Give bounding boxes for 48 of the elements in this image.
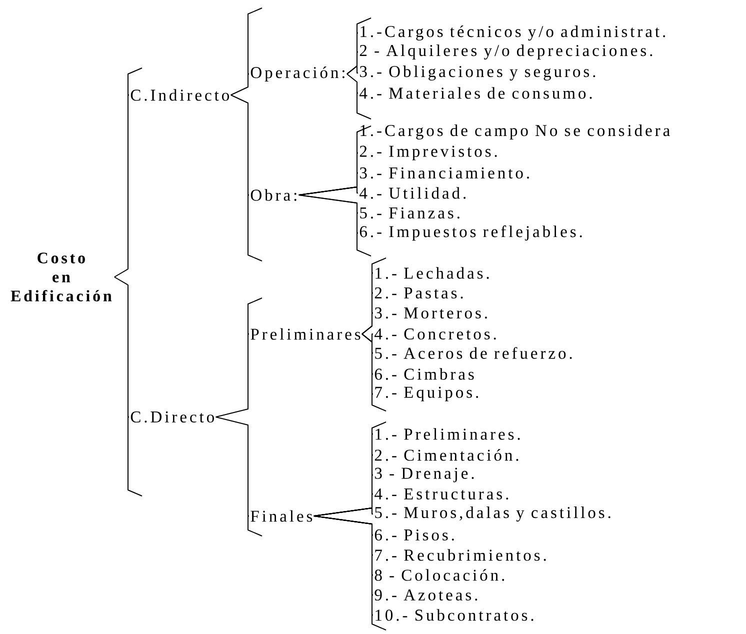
category-label: Operación: [250,66,344,82]
category-label: Preliminares [250,328,360,340]
brace-line [313,516,386,630]
list-item: 6.- Cimbras [374,368,474,380]
brace-line [215,298,262,418]
list-item: 1.-Cargos técnicos y/o administrat. [360,26,666,41]
list-item: 4.- Utilidad. [360,187,466,199]
list-item: 4.- Concretos. [374,328,496,340]
list-item: 3.- Financiamiento. [360,167,529,179]
list-item: 7.- Equipos. [375,386,478,402]
brace-line [114,276,142,496]
brace-line [298,186,358,196]
brace-line [362,334,386,412]
list-item: 3.- Obligaciones y seguros. [360,66,596,80]
list-item: 1.- Preliminares. [376,428,520,440]
list-item: 10.- Subcontratos. [376,609,534,621]
brace-line [346,66,358,74]
list-item: 5.- Fianzas. [360,207,460,219]
list-item: 5.- Aceros de refuerzo. [375,347,572,359]
list-item: 1.-Cargos de campo No se considera [360,124,670,140]
list-item: 9.- Azoteas. [374,589,478,601]
brace-line [298,194,372,256]
brace-line [313,508,374,516]
list-item: 2.- Imprevistos. [360,146,497,160]
category-label: C.Indirecto [130,89,229,101]
list-item: 3 - Drenaje. [375,468,474,482]
brace-line [362,312,374,334]
list-item: 1.- Lechadas. [376,267,489,279]
brace-line [215,416,262,536]
list-item: 5.- Muros,dalas y castillos. [375,506,610,522]
list-item: 4.- Materiales de consumo. [360,87,592,99]
list-item: 3.- Morteros. [375,307,487,319]
brace-line [230,8,262,96]
list-item: 7.- Recubrimientos. [375,549,546,561]
brace-line [346,74,372,120]
list-item: 2 - Alquileres y/o depreciaciones. [360,44,652,60]
category-label: Finales [250,510,312,522]
list-item: 2.- Pastas. [374,287,463,299]
list-item: 8 - Colocación. [374,569,504,581]
list-item: 6.- Pisos. [374,529,454,541]
category-label: C.Directo [130,411,214,423]
list-item: 2.- Cimentación. [374,449,518,461]
category-label: Costo en Edificación [10,252,112,302]
brace-line [114,68,142,278]
brace-line [230,94,262,262]
list-item: 4.- Estructuras. [374,488,508,500]
category-label: Obra: [250,189,296,201]
list-item: 6.- Impuestos reflejables. [360,225,582,241]
